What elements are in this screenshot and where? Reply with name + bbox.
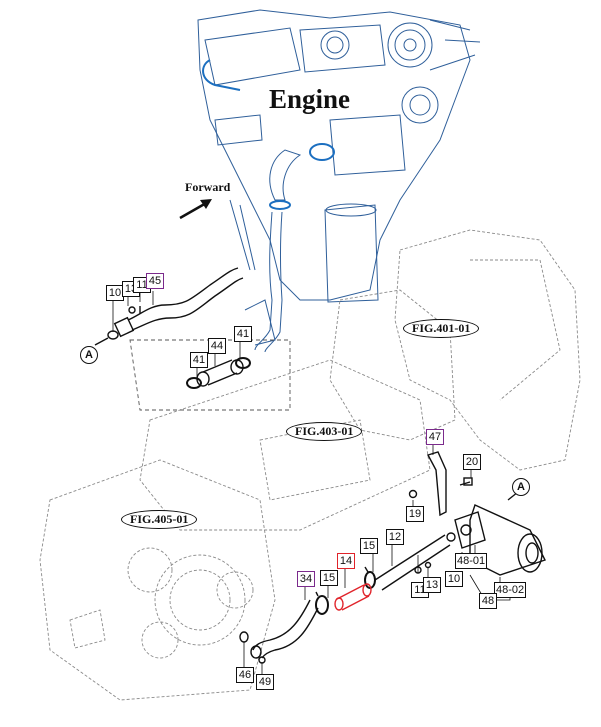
connection-marker-a-left[interactable]: A [80, 346, 98, 364]
engine-title: Engine [266, 84, 354, 115]
callout-20[interactable]: 20 [463, 454, 481, 470]
callout-10-lower[interactable]: 10 [445, 571, 463, 587]
callout-48-02[interactable]: 48-02 [494, 582, 527, 598]
hose-assembly [94, 267, 546, 676]
callout-48-01[interactable]: 48-01 [455, 553, 488, 569]
callout-41-upper[interactable]: 41 [234, 326, 252, 342]
callout-15-lower[interactable]: 15 [320, 570, 338, 586]
callout-45[interactable]: 45 [146, 273, 164, 289]
engine-illustration [197, 9, 481, 353]
callout-12[interactable]: 12 [386, 529, 404, 545]
connection-marker-a-right[interactable]: A [512, 478, 530, 496]
callout-41-lower[interactable]: 41 [190, 352, 208, 368]
callout-46[interactable]: 46 [236, 667, 254, 683]
fig-ref-403-01[interactable]: FIG.403-01 [286, 422, 363, 441]
callout-34[interactable]: 34 [297, 571, 315, 587]
fig-ref-401-01[interactable]: FIG.401-01 [403, 319, 480, 338]
callout-48[interactable]: 48 [479, 593, 497, 609]
fig-ref-405-01[interactable]: FIG.405-01 [121, 510, 198, 529]
forward-arrow-icon [179, 199, 212, 220]
callout-14[interactable]: 14 [337, 553, 355, 569]
callout-19[interactable]: 19 [406, 506, 424, 522]
callout-15-upper[interactable]: 15 [360, 538, 378, 554]
callout-49[interactable]: 49 [256, 674, 274, 690]
callout-44[interactable]: 44 [208, 338, 226, 354]
callout-13-lower[interactable]: 13 [423, 577, 441, 593]
callout-47[interactable]: 47 [426, 429, 444, 445]
forward-label: Forward [185, 180, 231, 194]
highlighted-hose-14[interactable] [334, 583, 372, 611]
